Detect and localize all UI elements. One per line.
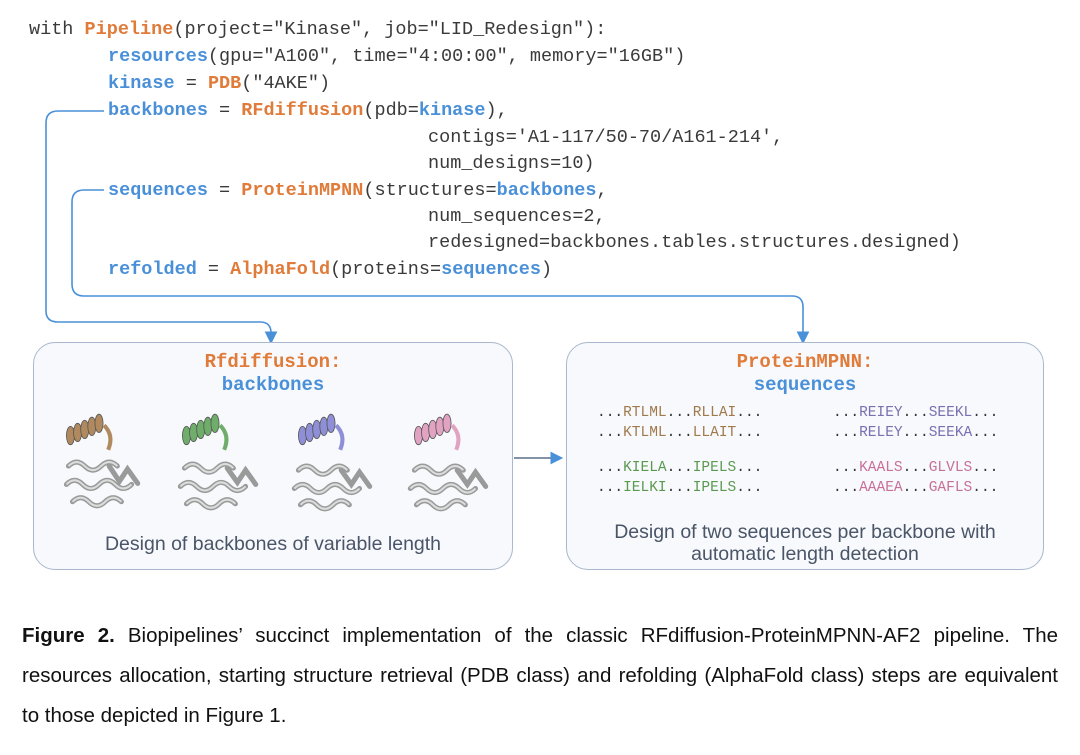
connector-arrows: [45, 110, 810, 465]
code-var-sequences: sequences: [108, 180, 208, 201]
code-fn-resources: resources: [108, 46, 208, 67]
rfdiffusion-panel-subtitle: backbones: [221, 374, 325, 396]
code-class-alphafold: AlphaFold: [230, 259, 331, 280]
sequence-item: ...KIELA...IPELS...: [597, 460, 763, 476]
sequence-item: ...RTLML...RLLAI...: [597, 405, 763, 421]
code-args: ("4AKE"): [241, 73, 331, 94]
code-var-kinase: kinase: [108, 73, 175, 94]
helix-1: [66, 413, 113, 451]
proteinmpnn-panel-subtitle: sequences: [753, 374, 857, 396]
code-line-kinase: kinase = PDB("4AKE"): [108, 72, 330, 96]
code-ref-backbones: backbones: [496, 180, 597, 201]
figure-caption-text: Biopipelines’ succinct implementation of…: [22, 624, 1058, 727]
code-var-backbones: backbones: [108, 100, 208, 121]
code-eq: =: [207, 180, 242, 201]
code-args: ),: [485, 100, 508, 121]
rfdiffusion-panel-caption: Design of backbones of variable length: [104, 533, 442, 555]
code-line-num-designs: num_designs=10): [428, 153, 595, 174]
sequence-item: ...AAAEA...GAFLS...: [833, 480, 999, 496]
proteinmpnn-panel-title: ProteinMPNN:: [736, 351, 874, 373]
code-class-pipeline: Pipeline: [84, 19, 174, 40]
proteinmpnn-panel-caption: Design of two sequences per backbone wit…: [567, 521, 1043, 565]
code-args: (project="Kinase", job="LID_Redesign"):: [173, 19, 607, 40]
code-line-resources: resources(gpu="A100", time="4:00:00", me…: [108, 45, 685, 69]
code-line-contigs: contigs='A1-117/50-70/A161-214',: [428, 127, 784, 148]
sequence-item: ...KAALS...GLVLS...: [833, 460, 999, 476]
code-ref-sequences: sequences: [441, 259, 542, 280]
code-line-backbones: backbones = RFdiffusion(pdb=kinase),: [108, 99, 508, 123]
rfdiffusion-panel: Rfdiffusion: backbones: [33, 342, 513, 570]
connector-backbones-arrow: [45, 110, 278, 345]
connector-sequences-arrow: [71, 189, 810, 345]
code-class-pdb: PDB: [207, 73, 242, 94]
proteinmpnn-caption-line1: Design of two sequences per backbone wit…: [614, 521, 996, 543]
code-args: (structures=: [363, 180, 497, 201]
code-eq: =: [174, 73, 208, 94]
code-line-refolded: refolded = AlphaFold(proteins=sequences): [108, 258, 552, 282]
sequence-item: ...REIEY...SEEKL...: [833, 405, 999, 421]
sequence-item: ...RELEY...SEEKA...: [833, 425, 999, 441]
code-args: (gpu="A100", time="4:00:00", memory="16G…: [207, 46, 686, 67]
code-eq: =: [207, 100, 242, 121]
code-ref-kinase: kinase: [418, 100, 486, 121]
code-line-pipeline: with Pipeline(project="Kinase", job="LID…: [29, 18, 606, 42]
figure-caption: Figure 2. Biopipelines’ succinct impleme…: [22, 616, 1058, 736]
proteinmpnn-caption-line2: automatic length detection: [691, 543, 919, 565]
helix-2: [182, 413, 229, 451]
code-class-proteinmpnn: ProteinMPNN: [241, 180, 364, 201]
code-class-rfdiffusion: RFdiffusion: [241, 100, 364, 121]
backbone-structure-4: [407, 413, 489, 512]
code-keyword-with: with: [29, 19, 85, 40]
proteinmpnn-panel: ProteinMPNN: sequences ...RTLML...RLLAI.…: [566, 342, 1044, 570]
sequence-item: ...KTLML...LLAIT...: [597, 425, 763, 441]
rfdiffusion-panel-title: Rfdiffusion:: [204, 351, 342, 373]
backbone-structure-2: [177, 413, 259, 511]
backbone-structure-1: [63, 413, 141, 509]
code-line-num-sequences: num_sequences=2,: [428, 206, 606, 227]
code-args: (pdb=: [363, 100, 419, 121]
backbone-structure-3: [291, 413, 373, 512]
code-line-sequences: sequences = ProteinMPNN(structures=backb…: [108, 179, 608, 203]
figure-label: Figure 2.: [22, 624, 115, 647]
code-eq: =: [196, 259, 231, 280]
code-args: ): [541, 259, 553, 280]
code-args: (proteins=: [330, 259, 442, 280]
helix-4: [414, 413, 461, 451]
helix-3: [298, 413, 345, 451]
code-args: ,: [596, 180, 608, 201]
code-var-refolded: refolded: [108, 259, 197, 280]
sequence-item: ...IELKI...IPELS...: [597, 480, 763, 496]
code-line-redesigned: redesigned=backbones.tables.structures.d…: [428, 232, 961, 253]
